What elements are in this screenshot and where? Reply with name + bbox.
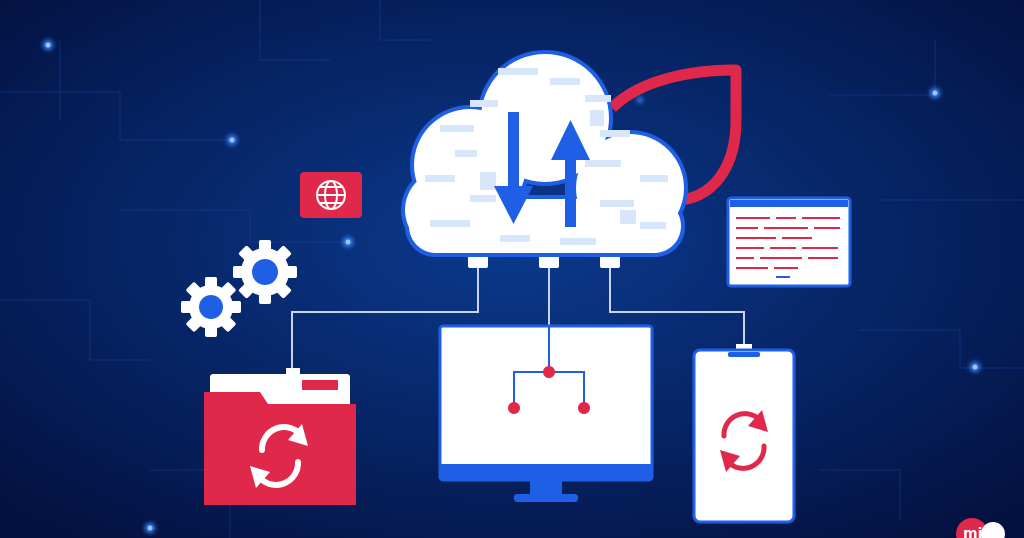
cloud-icon [401, 50, 688, 257]
arrow-down-icon [494, 112, 533, 224]
globe-badge [300, 172, 362, 218]
gear-icon [233, 240, 297, 304]
gear-icon [181, 277, 241, 337]
smartphone-icon [692, 344, 796, 524]
red-leaf-shape [608, 64, 742, 206]
arrow-up-icon [551, 120, 590, 227]
sync-icon [721, 411, 767, 471]
document-window-icon [726, 196, 852, 288]
sync-icon [257, 424, 303, 488]
folder-icon [204, 368, 356, 505]
logo-text: mi [963, 526, 982, 538]
globe-icon [316, 180, 346, 210]
network-tree-icon [508, 326, 590, 414]
cloud-data-blocks [425, 68, 668, 245]
monitor-icon [438, 324, 654, 502]
brand-logo-icon: mi [956, 518, 1005, 538]
glow-dots [43, 40, 980, 533]
